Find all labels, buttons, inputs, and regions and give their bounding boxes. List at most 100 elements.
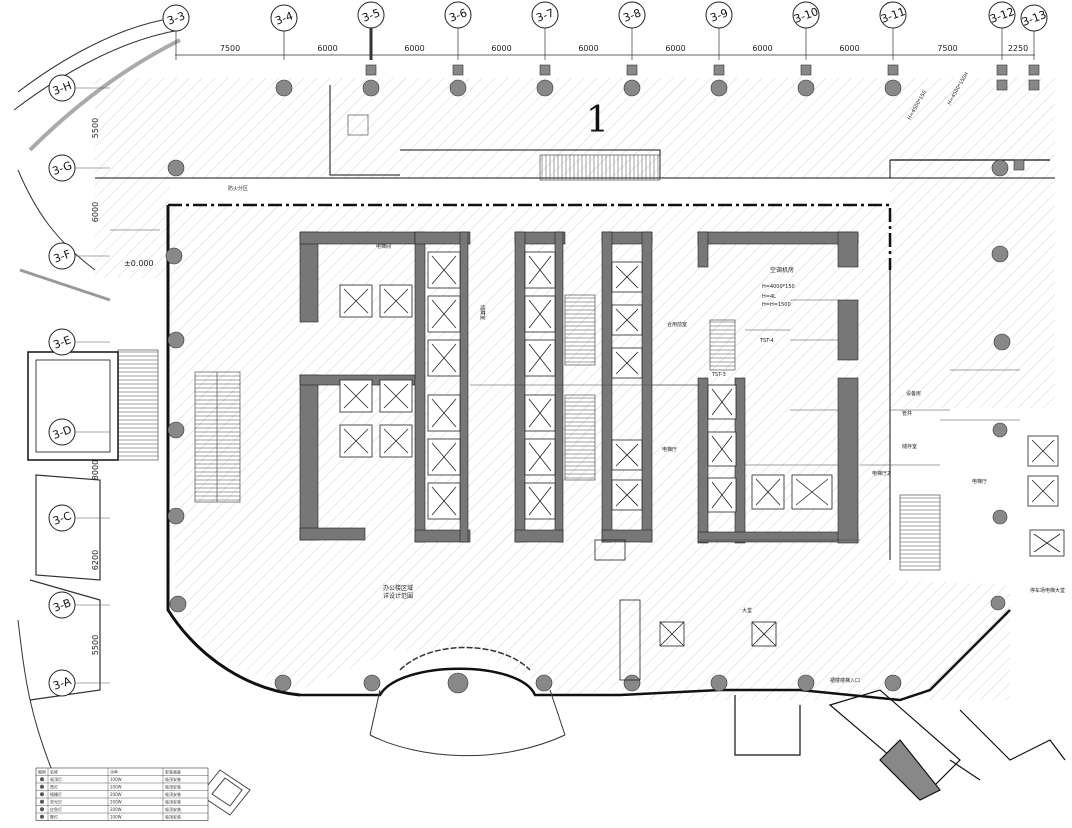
- dimension-value: 5500: [91, 118, 100, 138]
- legend-cell: 应急灯: [50, 806, 62, 812]
- axis-bubble-3-12: 3-12: [988, 1, 1016, 60]
- dimension-value: 2250: [1008, 44, 1028, 53]
- axis-label: 3-8: [622, 6, 643, 24]
- legend-cell: 荧光灯: [50, 799, 62, 805]
- legend-cell: 吸顶安装: [165, 791, 181, 797]
- axis-bubble-3-4: 3-4: [270, 4, 298, 60]
- dimension-value: 6000: [839, 44, 859, 53]
- axis-bubble-3-7: 3-7: [531, 1, 559, 60]
- height-label-1: H=4000*150: [762, 284, 795, 290]
- zone-number: 1: [586, 100, 609, 141]
- lift-room-label: 电梯间: [376, 243, 391, 250]
- legend-cell: 100W: [110, 815, 122, 820]
- legend-cell: 吸顶安装: [165, 806, 181, 812]
- axis-bubble-3-G: 3-G: [48, 154, 110, 182]
- legend-cell: 100W: [110, 785, 122, 790]
- stair-treads: [118, 155, 940, 567]
- axis-label: 3-3: [166, 9, 187, 27]
- axis-bubble-3-5: 3-5: [357, 1, 385, 60]
- entrance-canopy: [369, 646, 566, 757]
- axis-bubble-3-13: 3-13: [1020, 4, 1048, 60]
- legend-cell: 吸顶灯: [50, 776, 62, 782]
- storage-label: 储藏室: [479, 305, 486, 320]
- dimension-value: 6000: [578, 44, 598, 53]
- dimension-value: 6200: [91, 550, 100, 570]
- axis-bubble-3-H: 3-H: [48, 74, 110, 102]
- height-label-3: H=H=1500: [762, 302, 791, 308]
- partition-lines: [110, 229, 1020, 541]
- hatched-floor-area: [95, 78, 1055, 700]
- curved-facade: [13, 17, 181, 791]
- legend-cell: 吸顶安装: [165, 776, 181, 782]
- axis-label: 3-9: [709, 6, 730, 24]
- legend-symbol-icon: [40, 799, 44, 804]
- legend-cell: 200W: [110, 800, 122, 805]
- axis-label: 3-H: [51, 79, 74, 98]
- dimension-value: 6000: [665, 44, 685, 53]
- lobby-ceiling-features: [594, 539, 777, 681]
- axis-bubble-3-8: 3-8: [618, 1, 646, 60]
- lobby-label: 大堂: [742, 607, 752, 614]
- dimension-value: 6000: [91, 202, 100, 222]
- axis-bubble-3-3: 3-3: [162, 4, 190, 60]
- structural-columns: [165, 64, 1040, 694]
- axis-label: 3-G: [51, 159, 74, 178]
- dimension-value: 7500: [220, 44, 240, 53]
- legend-cell: 100W: [110, 777, 122, 782]
- axis-bubble-3-9: 3-9: [705, 1, 733, 60]
- legend-symbol-icon: [40, 777, 44, 782]
- parking-lobby-label: 停车场电梯大堂: [1030, 587, 1065, 594]
- legend-header: 图例: [38, 769, 46, 775]
- axis-label: 3-5: [361, 6, 382, 24]
- axis-label: 3-B: [51, 596, 72, 614]
- dimension-value: 7500: [937, 44, 957, 53]
- podium-entry-label: 裙楼楼梯入口: [830, 677, 860, 684]
- tst4-label: TST-4: [759, 338, 774, 344]
- legend-cell: 200W: [110, 792, 122, 797]
- axis-label: 3-6: [448, 6, 469, 24]
- legend-header: 安装高度: [165, 769, 181, 775]
- storage-room-label: 储存室: [902, 443, 917, 450]
- left-stair-room: [27, 351, 119, 461]
- multi-use-lobby-label: 合用前室: [667, 321, 687, 328]
- office-area-sub-label: 详设计范围: [383, 592, 413, 600]
- axis-bubble-3-C: 3-C: [48, 504, 110, 532]
- axis-bubble-3-B: 3-B: [48, 591, 110, 619]
- elevator-shafts: [339, 251, 1065, 557]
- level-mark: ±0.000: [124, 259, 154, 268]
- axis-label: 3-E: [52, 333, 73, 351]
- legend-symbol-icon: [40, 814, 44, 819]
- legend-header: 名称: [50, 769, 58, 775]
- legend-cell: 吸顶安装: [165, 784, 181, 790]
- dimension-value: 6000: [404, 44, 424, 53]
- dimension-value: 6000: [752, 44, 772, 53]
- axis-bubble-3-E: 3-E: [48, 328, 110, 356]
- legend-cell: 吸顶安装: [165, 799, 181, 805]
- shaft-label: 管井: [902, 410, 912, 417]
- ac-room-label: 空调机房: [770, 266, 794, 274]
- axis-bubble-3-6: 3-6: [444, 1, 472, 60]
- height-label-2: H=4L: [762, 294, 776, 300]
- axis-bubble-3-11: 3-11: [879, 1, 907, 60]
- axis-label: 3-F: [52, 247, 73, 265]
- axis-label: 3-C: [51, 509, 73, 528]
- equipment-room-label: 设备房: [906, 390, 921, 397]
- axis-bubble-3-F: 3-F: [48, 242, 110, 270]
- legend-cell: 筒灯: [50, 784, 58, 790]
- axis-bubble-3-A: 3-A: [48, 669, 110, 697]
- entrance-ramp: [734, 689, 1066, 801]
- dimension-value: 6000: [491, 44, 511, 53]
- tst3-label: TST-3: [711, 372, 726, 378]
- axis-label: 3-4: [274, 9, 295, 27]
- office-area-label: 办公楼区域: [383, 584, 413, 592]
- axis-grid-left: 3-H3-G3-F3-E3-D3-C3-B3-A: [48, 74, 110, 697]
- dimension-value: 5500: [91, 635, 100, 655]
- legend-symbol-icon: [40, 784, 44, 789]
- axis-bubble-3-10: 3-10: [792, 1, 820, 60]
- legend-symbol-icon: [40, 807, 44, 812]
- dimensions-left: 5500 6000 8000 6200 5500: [91, 118, 100, 655]
- dimension-value: 8000: [91, 460, 100, 480]
